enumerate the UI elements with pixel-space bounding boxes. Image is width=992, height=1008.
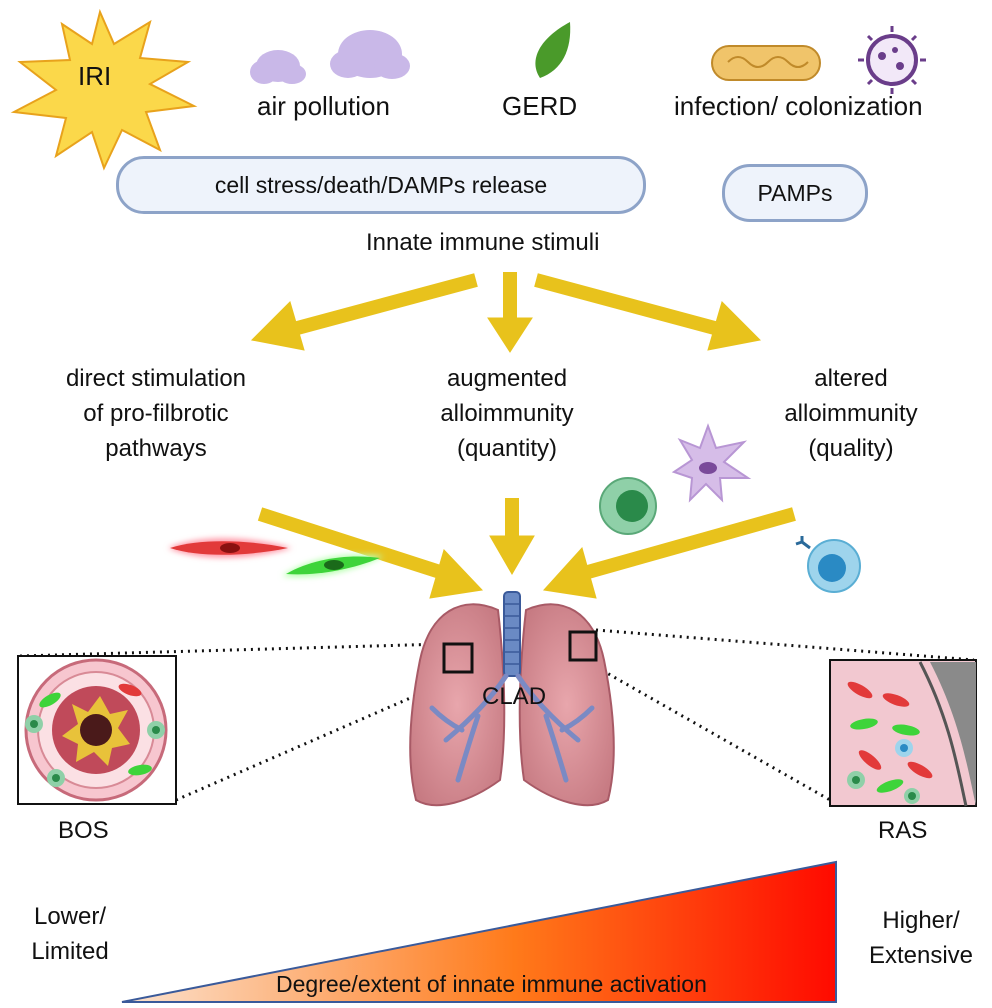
iri-starburst-icon	[10, 8, 198, 171]
lungs-icon	[409, 591, 615, 807]
pathway-left-line-1: direct stimulation	[65, 365, 247, 392]
pathway-center-line-1: augmented	[446, 365, 568, 392]
gradient-label: Degree/extent of innate immune activatio…	[276, 971, 707, 997]
pollution-cloud-icon	[250, 30, 410, 84]
immune-cells-icon	[599, 423, 861, 593]
air-pollution-label: air pollution	[257, 91, 390, 121]
pamps-label: PAMPs	[757, 179, 833, 206]
activation-gradient-triangle	[121, 860, 837, 1003]
converging-arrows	[257, 498, 796, 599]
infection-label: infection/ colonization	[674, 91, 923, 121]
pathway-augmented-alloimmunity: augmented alloimmunity (quantity)	[412, 362, 602, 466]
higher-extensive-label: Higher/ Extensive	[856, 904, 986, 974]
pamps-box: PAMPs	[722, 164, 868, 222]
pathway-direct-stimulation: direct stimulation of pro-filbrotic path…	[40, 362, 272, 466]
ras-pleura-inset	[829, 659, 977, 807]
pathway-center-line-3: (quantity)	[456, 434, 558, 462]
pathway-left-line-2: of pro-filbrotic	[83, 399, 229, 427]
pathway-altered-alloimmunity: altered alloimmunity (quality)	[760, 362, 942, 466]
gerd-leaf-icon	[535, 22, 571, 78]
pathway-left-line-3: pathways	[105, 434, 207, 462]
lower-label-line-1: Lower/	[33, 903, 107, 930]
damps-box: cell stress/death/DAMPs release	[116, 156, 646, 214]
pathway-center-line-2: alloimmunity	[440, 399, 574, 427]
lower-label-line-2: Limited	[31, 937, 109, 965]
virus-icon	[858, 26, 926, 94]
iri-label: IRI	[78, 61, 112, 91]
bacterium-icon	[711, 45, 821, 81]
lower-limited-label: Lower/ Limited	[18, 900, 122, 970]
bos-airway-inset	[17, 655, 177, 805]
pathway-right-line-3: (quality)	[808, 434, 894, 462]
higher-label-line-1: Higher/	[882, 907, 960, 934]
higher-label-line-2: Extensive	[868, 941, 974, 969]
bos-label: BOS	[58, 817, 109, 844]
pathway-right-line-1: altered	[814, 365, 888, 392]
ras-label: RAS	[878, 817, 928, 844]
gerd-label: GERD	[502, 91, 578, 121]
damps-label: cell stress/death/DAMPs release	[214, 171, 548, 198]
top-arrows	[250, 272, 762, 353]
innate-immune-stimuli-label: Innate immune stimuli	[366, 229, 600, 256]
fibroblast-cells-icon	[168, 538, 384, 578]
clad-label: CLAD	[482, 683, 547, 710]
pathway-right-line-2: alloimmunity	[784, 399, 918, 427]
